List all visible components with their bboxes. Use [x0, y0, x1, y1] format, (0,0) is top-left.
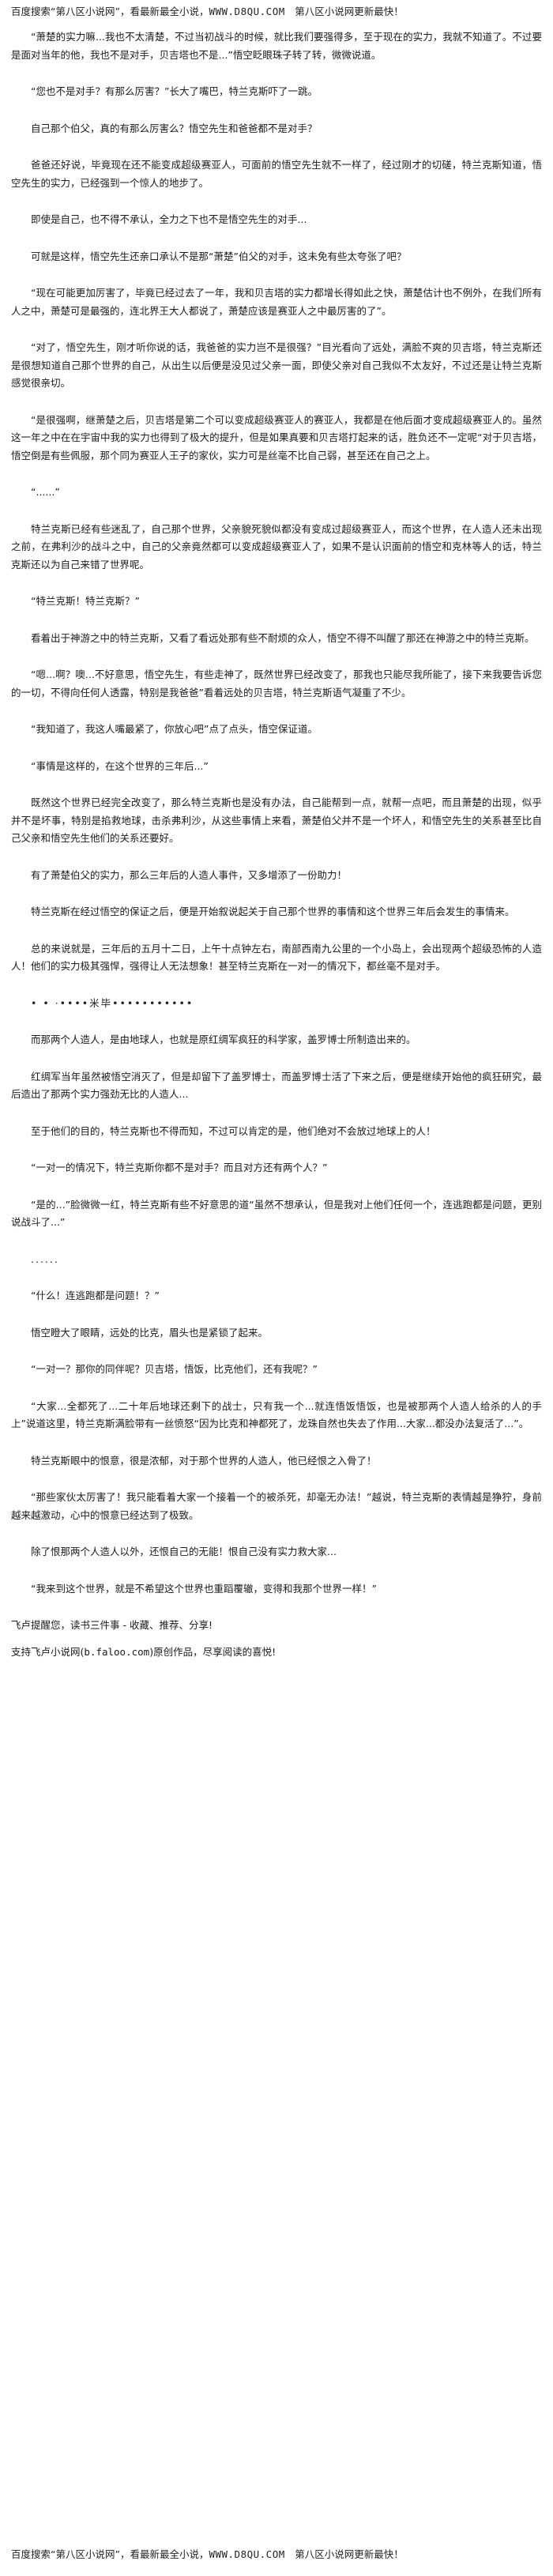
paragraph: “是很强啊，继萧楚之后，贝吉塔是第二个可以变成超级赛亚人的赛亚人，我都是在他后面… [11, 413, 542, 461]
paragraph: “是的...”脸微微一红，特兰克斯有些不好意思的道“虽然不想承认，但是我对上他们… [11, 1198, 542, 1229]
paragraph: 特兰克斯在经过悟空的保证之后，便是开始叙说起关于自己那个世界的事情和这个世界三年… [31, 906, 515, 917]
paragraph: “萧楚的实力嘛...我也不太清楚，不过当初战斗的时候，就比我们要强得多，至于现在… [11, 31, 542, 61]
footer-support-prefix: 支持飞卢小说网( [11, 1646, 85, 1658]
footer-reminder: 飞卢提醒您，读书三件事 - 收藏、推荐、分享! [11, 1619, 213, 1631]
top-banner: 百度搜索“第八区小说网”，看最新最全小说，WWW.D8QU.COM 第八区小说网… [11, 0, 542, 24]
banner-right-text: 第八区小说网更新最快！ [295, 6, 404, 17]
footer-url-link[interactable]: b.faloo.com [84, 1646, 150, 1658]
paragraph: “什么！连逃跑都是问题！？” [31, 1290, 160, 1301]
banner-left-text: 百度搜索“第八区小说网”，看最新最全小说， [11, 6, 209, 17]
paragraph: “我知道了，我这人嘴最紧了，你放心吧”点了点头，悟空保证道。 [31, 723, 318, 735]
paragraph: “现在可能更加厉害了，毕竟已经过去了一年，我和贝吉塔的实力都增长得如此之快，萧楚… [11, 287, 542, 317]
paragraph: 自己那个伯父，真的有那么厉害么？悟空先生和爸爸都不是对手？ [31, 122, 318, 134]
paragraph: “特兰克斯！特兰克斯？” [31, 595, 140, 607]
footer-support: 支持飞卢小说网(b.faloo.com)原创作品，尽享阅读的喜悦! [11, 1644, 542, 1661]
bottom-banner: 百度搜索“第八区小说网”，看最新最全小说，WWW.D8QU.COM 第八区小说网… [11, 2548, 542, 2562]
paragraph: “对了，悟空先生，刚才听你说的话，我爸爸的实力岂不是很强？”目光看向了远处，满脸… [11, 341, 542, 389]
banner-right-text: 第八区小说网更新最快！ [295, 2548, 404, 2560]
paragraph: “嗯...啊？噢...不好意思，悟空先生，有些走神了，既然世界已经改变了，那我也… [11, 668, 542, 699]
paragraph: 悟空瞪大了眼睛，远处的比克，眉头也是紧锁了起来。 [31, 1326, 269, 1339]
paragraph: 有了萧楚伯父的实力，那么三年后的人造人事件，又多增添了一份助力！ [31, 868, 348, 881]
paragraph: 而那两个人造人，是由地球人，也就是原红绸军疯狂的科学家，盖罗博士所制造出来的。 [31, 1034, 416, 1045]
paragraph: 特兰克斯已经有些迷乱了，自己那个世界，父亲貌死貌似都没有变成过超级赛亚人，而这个… [11, 522, 542, 571]
paragraph: 既然这个世界已经完全改变了，那么特兰克斯也是没有办法，自己能帮到一点，就帮一点吧… [11, 797, 542, 844]
paragraph: “一对一的情况下，特兰克斯你都不是对手？而且对方还有两个人？” [31, 1162, 328, 1173]
banner-url-link[interactable]: WWW.D8QU.COM [209, 2548, 285, 2560]
chapter-content: “萧楚的实力嘛...我也不太清楚，不过当初战斗的时候，就比我们要强得多，至于现在… [11, 28, 542, 1598]
footer-support-suffix: )原创作品，尽享阅读的喜悦! [149, 1646, 276, 1658]
paragraph: “您也不是对手？有那么厉害？”长大了嘴巴，特兰克斯吓了一跳。 [31, 85, 318, 97]
paragraph: “事情是这样的，在这个世界的三年后...” [31, 759, 209, 772]
paragraph: 即使是自己，也不得不承认，全力之下也不是悟空先生的对手... [31, 213, 307, 225]
paragraph: “那些家伙太厉害了！我只能看着大家一个接着一个的被杀死，却毫无办法！”越说，特兰… [11, 1491, 542, 1521]
ellipsis-line: ...... [31, 1252, 59, 1265]
paragraph: 至于他们的目的，特兰克斯也不得而知，不过可以肯定的是，他们绝对不会放过地球上的人… [31, 1124, 436, 1137]
paragraph: 爸爸还好说，毕竟现在还不能变成超级赛亚人，可面前的悟空先生就不一样了，经过刚才的… [11, 159, 542, 189]
scene-break: • • ·••••米毕••••••••••• [31, 996, 194, 1009]
paragraph: “大家...全都死了...二十年后地球还剩下的战士，只有我一个...就连悟饭悟饭… [11, 1399, 542, 1430]
paragraph: “......” [31, 486, 60, 498]
paragraph: 除了恨那两个人造人以外，还恨自己的无能！恨自己没有实力救大家... [31, 1546, 337, 1557]
paragraph: 红绸军当年虽然被悟空消灭了，但是却留下了盖罗博士，而盖罗博士活了下来之后，便是继… [11, 1070, 542, 1101]
paragraph: “一对一？那你的同伴呢？贝吉塔，悟饭，比克他们，还有我呢？” [31, 1363, 318, 1375]
paragraph: 总的来说就是，三年后的五月十二日，上午十点钟左右，南部西南九公里的一个小岛上，会… [11, 942, 542, 973]
banner-left-text: 百度搜索“第八区小说网”，看最新最全小说， [11, 2548, 209, 2560]
paragraph: 特兰克斯眼中的恨意，很是浓郁，对于那个世界的人造人，他已经恨之入骨了！ [31, 1454, 377, 1467]
paragraph: 可就是这样，悟空先生还亲口承认不是那“萧楚”伯父的对手，这未免有些太夸张了吧？ [31, 250, 407, 262]
banner-url-link[interactable]: WWW.D8QU.COM [209, 6, 285, 17]
paragraph: “我来到这个世界，就是不希望这个世界也重蹈覆辙，变得和我那个世界一样！” [31, 1582, 377, 1595]
paragraph: 看着出于神游之中的特兰克斯，又看了看远处那有些不耐烦的众人，悟空不得不叫醒了那还… [31, 631, 535, 644]
